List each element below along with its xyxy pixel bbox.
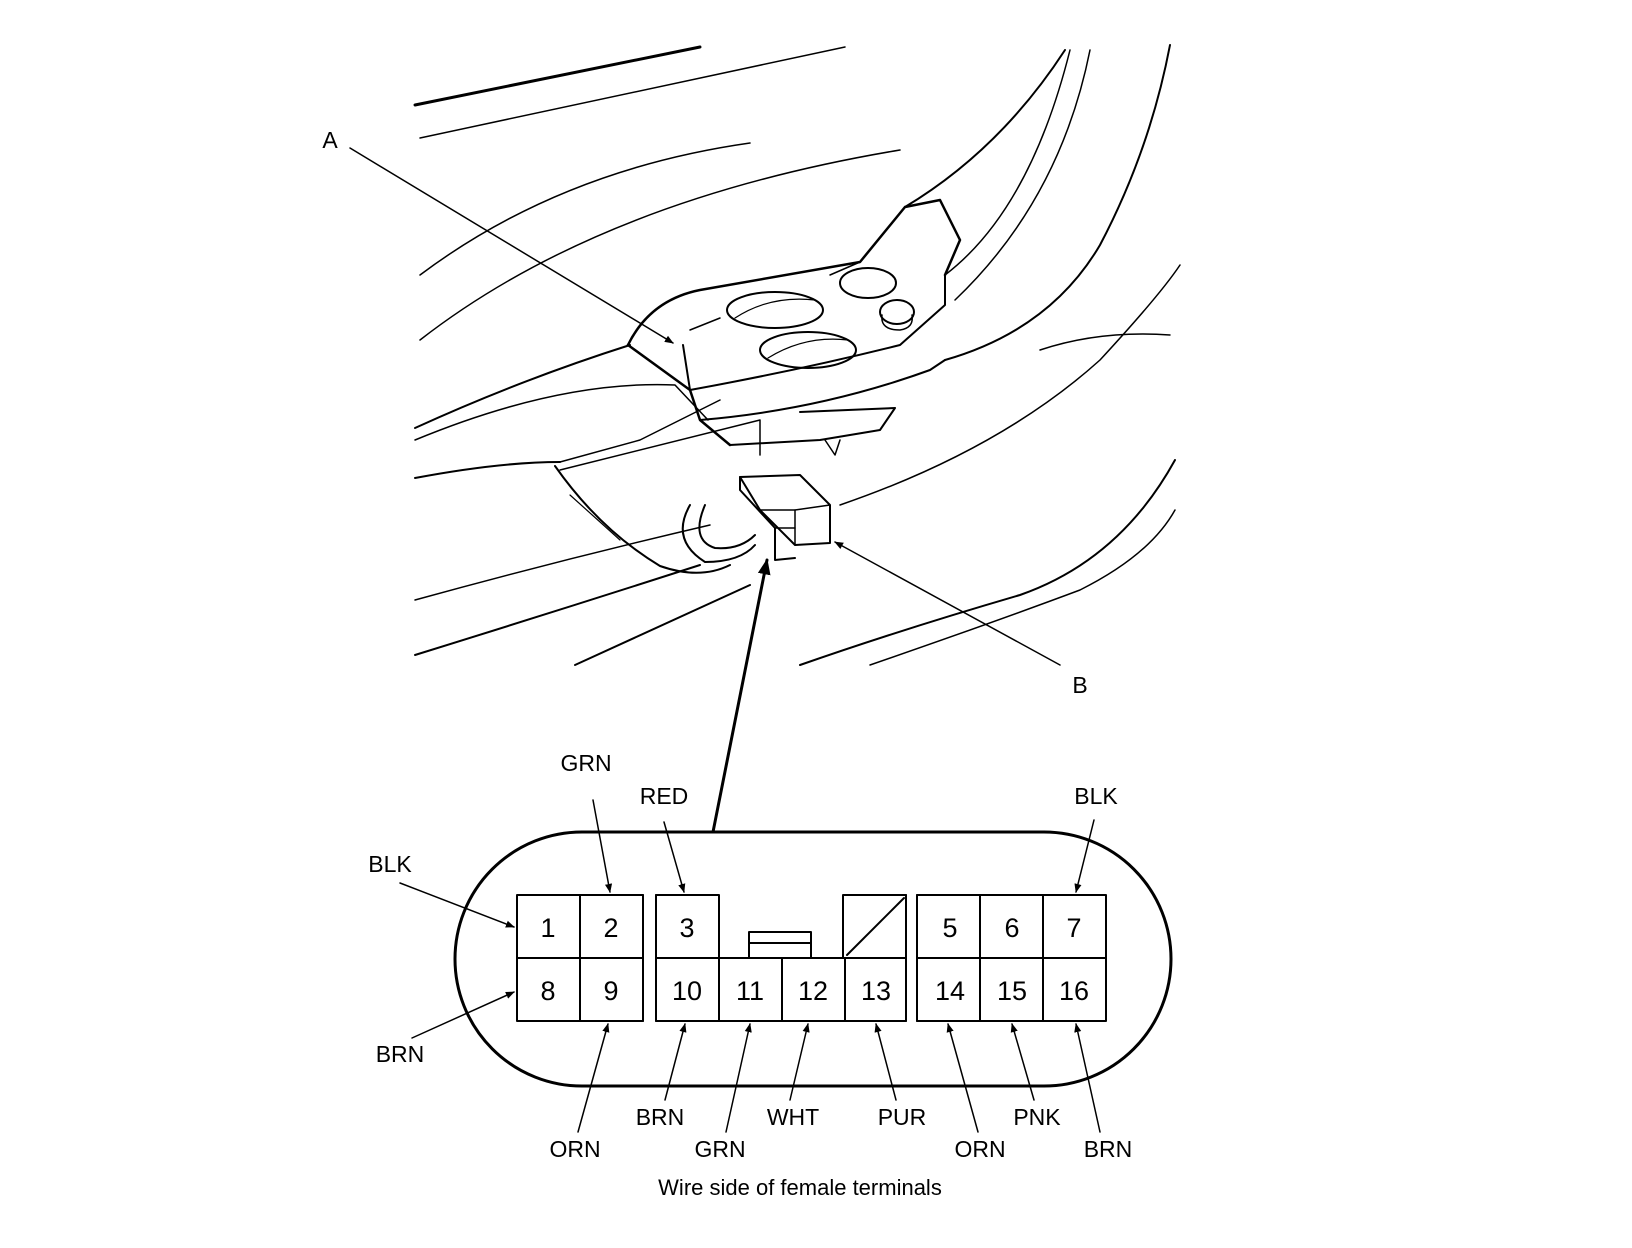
pin-number: 11 (736, 976, 764, 1006)
pin-number: 7 (1066, 913, 1081, 943)
door-panel-illustration (413, 44, 1181, 666)
wire-label-pin12: WHT (767, 1104, 819, 1130)
wire-label-pin9: ORN (549, 1136, 600, 1162)
callout-b-label: B (1072, 672, 1087, 698)
wire-label-pin13: PUR (878, 1104, 927, 1130)
wire-label-pin7: BLK (1074, 783, 1118, 809)
pin-number: 15 (997, 976, 1027, 1006)
callout-a-leader (349, 147, 674, 344)
pin-number: 13 (861, 976, 891, 1006)
callout-a-label: A (322, 127, 338, 153)
diagram-caption: Wire side of female terminals (658, 1175, 942, 1200)
wire-label-pin16: BRN (1084, 1136, 1133, 1162)
wire-label-pin2: GRN (560, 750, 611, 776)
wire-label-pin15: PNK (1013, 1104, 1061, 1130)
wire-label-pin1: BLK (368, 851, 412, 877)
wire-leaders (399, 799, 1101, 1133)
pin-numbers: 1 2 3 5 6 7 8 9 10 11 12 13 14 15 16 (540, 913, 1089, 1006)
connector-pointer-arrow (711, 558, 771, 834)
pin-number: 1 (540, 913, 555, 943)
pin-number: 9 (603, 976, 618, 1006)
terminal-block (516, 894, 1107, 1022)
pin-number: 14 (935, 976, 965, 1006)
pin-number: 16 (1059, 976, 1089, 1006)
pin-number: 12 (798, 976, 828, 1006)
wire-label-pin8: BRN (376, 1041, 425, 1067)
wire-labels: BLK GRN RED BLK BRN ORN BRN GRN WHT PUR … (368, 750, 1132, 1162)
pin-number: 5 (942, 913, 957, 943)
wire-label-pin14: ORN (954, 1136, 1005, 1162)
wire-label-pin11: GRN (694, 1136, 745, 1162)
pin-number: 10 (672, 976, 702, 1006)
wire-label-pin10: BRN (636, 1104, 685, 1130)
pin-number: 3 (679, 913, 694, 943)
pin-number: 6 (1004, 913, 1019, 943)
connector-outline (453, 830, 1173, 1088)
callout-b-leader (834, 541, 1061, 666)
wire-label-pin3: RED (640, 783, 689, 809)
pin-number: 2 (603, 913, 618, 943)
pin-number: 8 (540, 976, 555, 1006)
